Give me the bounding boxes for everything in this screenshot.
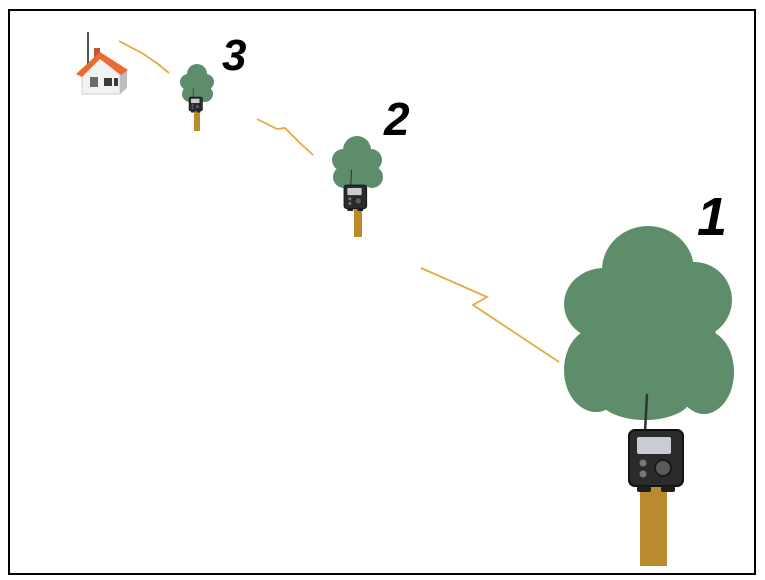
signal-link-house-to-3 (118, 40, 170, 74)
signal-link-2-to-1 (420, 267, 560, 363)
station-label-2: 2 (384, 93, 410, 145)
station-label-3: 3 (222, 31, 247, 80)
tree-icon-3 (180, 64, 214, 131)
tree-icon-1 (564, 226, 734, 566)
house-icon (76, 32, 128, 95)
tree-icon-2 (332, 136, 383, 237)
station-label-1: 1 (697, 187, 728, 247)
signal-link-3-to-2 (256, 118, 314, 156)
